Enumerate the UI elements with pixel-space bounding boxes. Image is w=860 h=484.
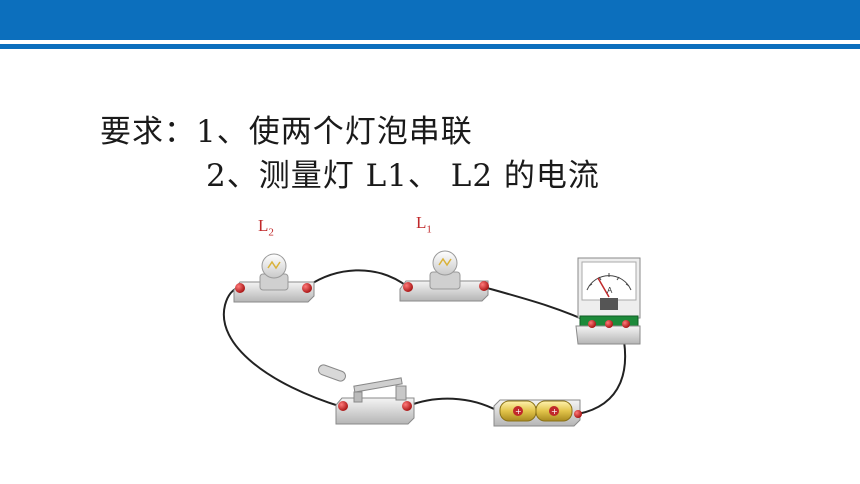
requirement-prefix: 要求： [100, 114, 196, 150]
wire-battery-switch [407, 397, 499, 412]
terminal-icon [402, 401, 412, 411]
svg-text:+: + [551, 407, 558, 416]
terminal-icon [574, 410, 582, 418]
wire-l2-l1 [307, 269, 409, 288]
lamp-l1-label: L1 [416, 213, 432, 236]
terminal-icon [235, 283, 245, 293]
lamp-l2-label: L2 [258, 216, 274, 239]
battery-icon: + + [493, 399, 582, 427]
requirement-1-text: 1、使两个灯泡串联 [196, 114, 473, 150]
terminal-icon [588, 320, 596, 328]
svg-text:+: + [515, 407, 522, 416]
ammeter-icon: A [575, 257, 641, 345]
header-divider [0, 44, 860, 49]
requirement-line-2: 2、测量灯 L1、 L2 的电流 [206, 158, 600, 194]
knife-switch-icon [318, 364, 415, 425]
terminal-icon [302, 283, 312, 293]
terminal-icon [338, 401, 348, 411]
requirement-line-1: 要求：1、使两个灯泡串联 [100, 106, 473, 151]
header-bar [0, 0, 860, 40]
terminal-icon [479, 281, 489, 291]
lamp-l1 [399, 250, 489, 302]
ammeter-unit-label: A [607, 286, 613, 295]
lamp-l2 [233, 253, 315, 303]
wire-switch-l2 [222, 286, 343, 408]
terminal-icon [622, 320, 630, 328]
terminal-icon [605, 320, 613, 328]
terminal-icon [403, 282, 413, 292]
